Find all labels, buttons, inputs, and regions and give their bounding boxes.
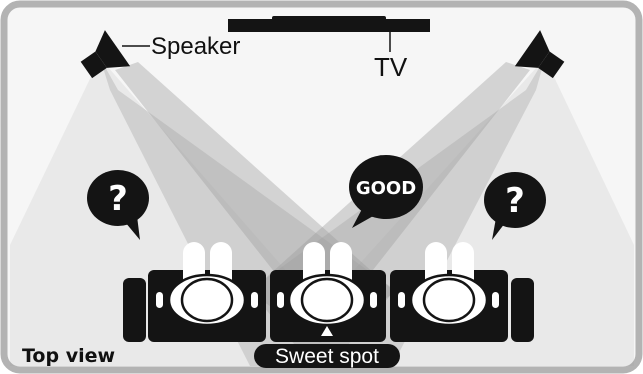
speaker-label: Speaker (151, 33, 240, 60)
bubble-center-text: GOOD (356, 178, 416, 199)
sofa-right-arm (511, 278, 534, 342)
view-caption: Top view (22, 345, 115, 367)
sofa-left-arm (123, 278, 146, 342)
tv-label: TV (374, 52, 408, 82)
bubble-left-text: ? (108, 179, 128, 219)
sweet-spot-label: Sweet spot (275, 345, 379, 368)
bubble-right-text: ? (505, 181, 525, 221)
